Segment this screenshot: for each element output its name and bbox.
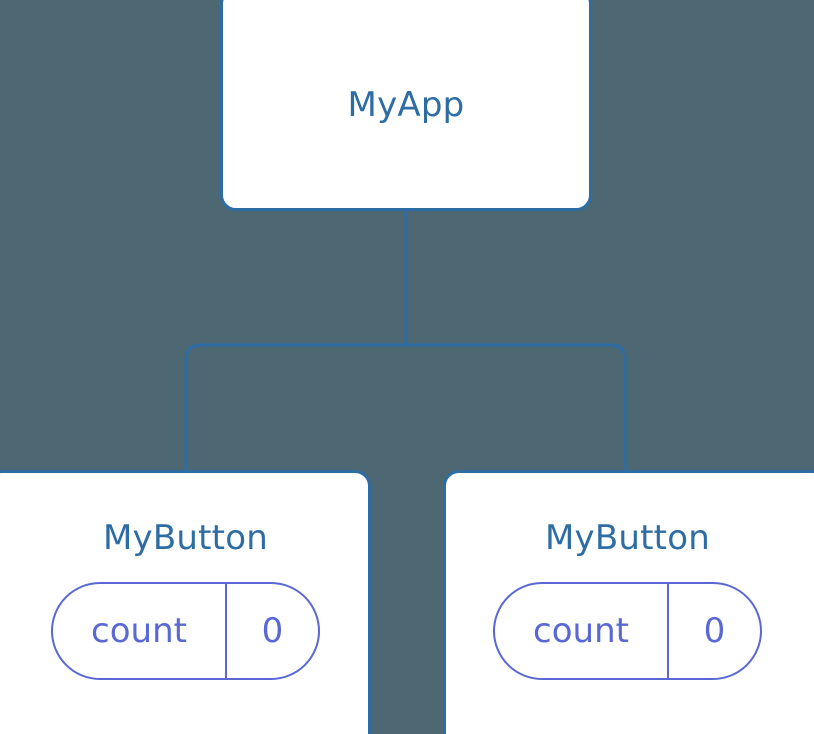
state-pill-0[interactable]: count 0 [51,582,320,680]
connector-split-bar [184,343,627,470]
state-pill-0-key: count [91,611,187,651]
node-mybutton-1-content: MyButton count 0 [446,473,814,680]
state-pill-0-value-cell: 0 [227,584,318,678]
state-pill-1-key: count [533,611,629,651]
state-pill-1-value-cell: 0 [669,584,760,678]
state-pill-1-value: 0 [703,611,726,651]
node-mybutton-1[interactable]: MyButton count 0 [443,470,814,734]
node-myapp[interactable]: MyApp [220,0,592,211]
node-mybutton-0-label: MyButton [103,518,268,558]
node-mybutton-1-label: MyButton [545,518,710,558]
state-pill-0-value: 0 [261,611,284,651]
node-mybutton-0[interactable]: MyButton count 0 [0,470,371,734]
state-pill-1-key-cell: count [495,584,669,678]
node-mybutton-0-content: MyButton count 0 [0,473,368,680]
state-pill-0-key-cell: count [53,584,227,678]
state-pill-1[interactable]: count 0 [493,582,762,680]
node-myapp-label: MyApp [347,84,465,125]
node-myapp-content: MyApp [223,78,589,122]
